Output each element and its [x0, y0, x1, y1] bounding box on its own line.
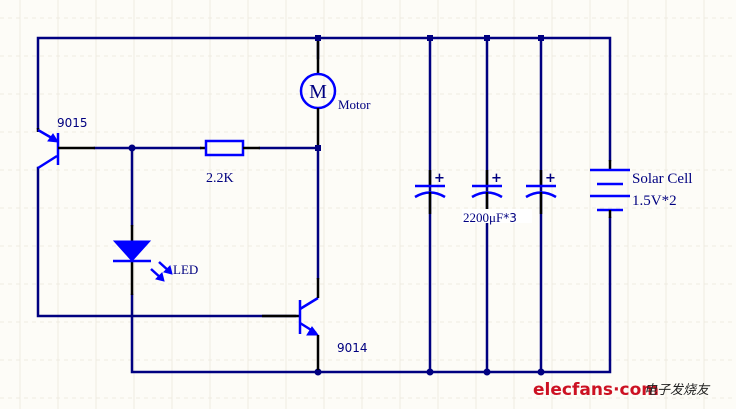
junction-dot — [483, 368, 491, 376]
junction-dot — [314, 368, 322, 376]
capacitor-label-bg — [462, 209, 532, 223]
junctions — [128, 35, 545, 376]
junction-dot — [538, 35, 544, 41]
capacitor-3[interactable]: + — [525, 170, 557, 214]
solar-cell[interactable]: Solar Cell 1.5V*2 — [590, 160, 692, 218]
label-solar-cell: Solar Cell — [632, 171, 692, 187]
led-triangle — [112, 240, 152, 262]
capacitor-bank: + + + 2200μF*3 — [414, 170, 557, 225]
npn-arrow-icon — [306, 326, 319, 336]
capacitor-1[interactable]: + — [414, 170, 446, 214]
plus-icon: + — [545, 171, 556, 186]
label-9015: 9015 — [57, 116, 88, 130]
transistor-collector-lead — [37, 154, 58, 170]
label-motor: Motor — [338, 97, 371, 112]
wire-top-rail — [36, 36, 612, 162]
junction-dot — [427, 35, 433, 41]
plus-icon: + — [491, 171, 502, 186]
capacitor-multiplier: *3 — [503, 211, 517, 225]
junction-dot — [315, 145, 321, 151]
watermark-brand: elecfans·com — [533, 380, 659, 400]
wire-9015-collector-to-9014-base — [36, 166, 297, 318]
junction-dot — [315, 35, 321, 41]
watermark-chinese: 电子发烧友 — [644, 383, 711, 398]
light-arrow-icon — [155, 272, 165, 282]
pnp-arrow-icon — [47, 133, 59, 143]
junction-dot — [484, 35, 490, 41]
watermark: elecfans·com 电子发烧友 — [533, 380, 711, 400]
resistor-2-2k[interactable]: 2.2K — [200, 139, 260, 186]
transistor-9014[interactable]: 9014 — [262, 278, 368, 370]
capacitor-value: 2200μF — [463, 210, 503, 225]
motor-symbol: M — [309, 81, 327, 103]
wire-led-cathode-bottom — [130, 216, 612, 374]
led[interactable]: LED — [112, 225, 198, 295]
label-led: LED — [173, 262, 198, 277]
label-capacitors: 2200μF*3 — [463, 210, 517, 225]
junction-dot — [128, 144, 136, 152]
transistor-collector-lead — [299, 296, 319, 311]
junction-dot — [537, 368, 545, 376]
label-solar-voltage: 1.5V*2 — [632, 193, 677, 209]
label-resistor: 2.2K — [206, 171, 234, 186]
light-arrow-icon — [163, 265, 173, 275]
resistor-body — [204, 139, 245, 157]
capacitor-2[interactable]: + — [471, 170, 503, 214]
transistor-9015[interactable]: 9015 — [36, 116, 95, 170]
watermark-brand-name: elecfans — [533, 380, 613, 400]
watermark-tld: com — [620, 380, 659, 400]
plus-icon: + — [434, 171, 445, 186]
label-9014: 9014 — [337, 341, 368, 355]
junction-dot — [426, 368, 434, 376]
motor[interactable]: M Motor — [299, 41, 371, 145]
watermark-dot: · — [613, 380, 619, 400]
